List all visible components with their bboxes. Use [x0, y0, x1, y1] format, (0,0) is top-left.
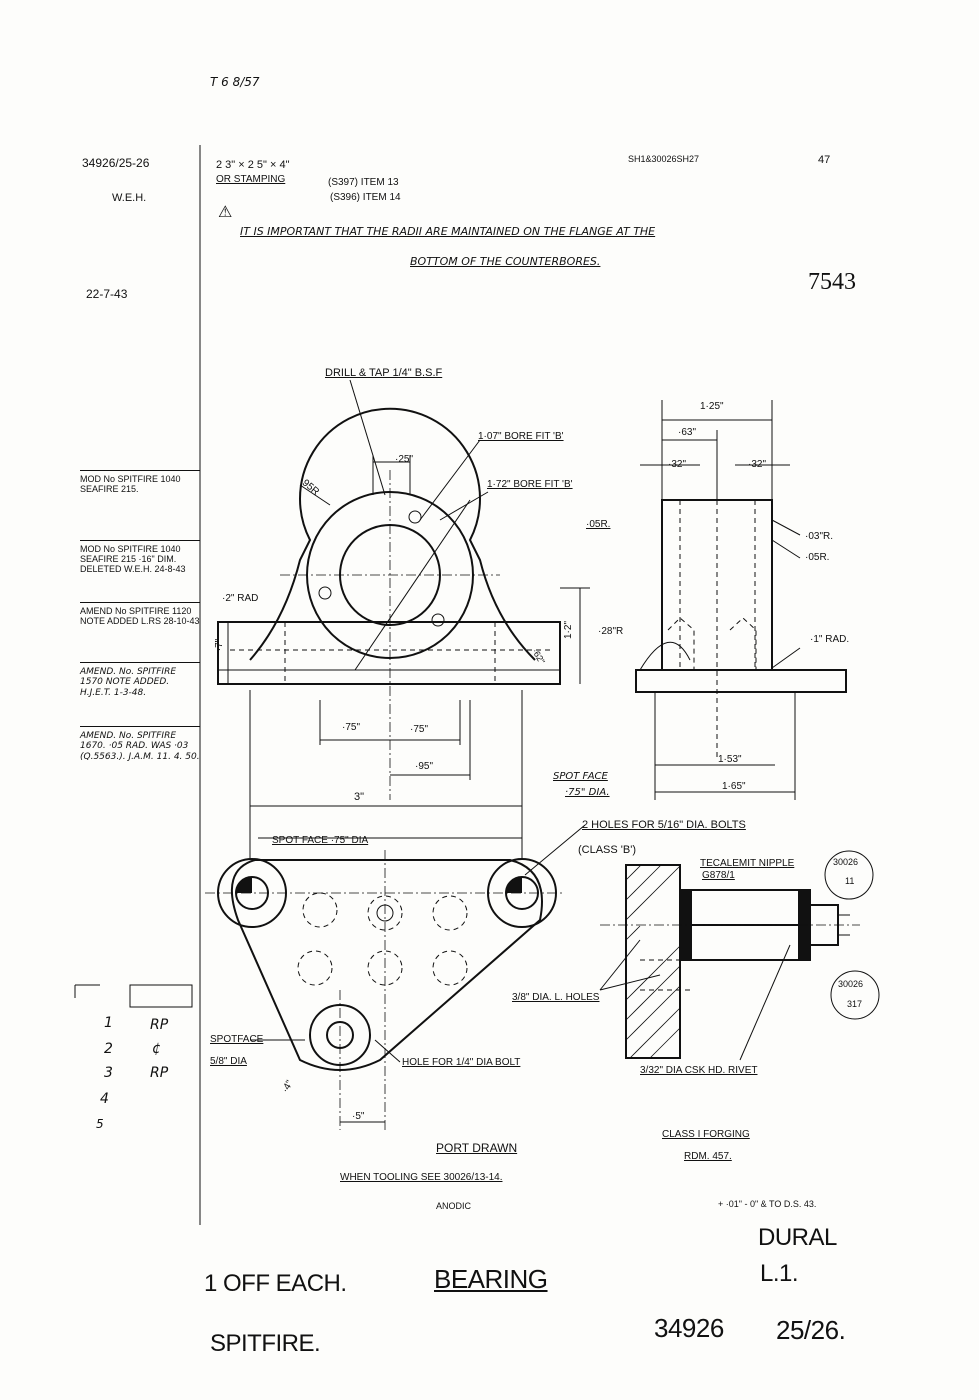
ref-note: T 6 8/57: [210, 75, 260, 89]
margin-mark-3-num: 3: [104, 1065, 113, 1081]
section-view: [599, 850, 880, 1061]
margin-mark-1-init: RP: [150, 1017, 169, 1033]
dim-125: 1·25": [700, 401, 724, 412]
dim-r005: ·05R.: [586, 519, 611, 530]
holes-note: 2 HOLES FOR 5/16" DIA. BOLTS: [582, 819, 746, 831]
dim-025: ·25": [395, 454, 414, 465]
dim-12: 1·2": [563, 620, 575, 640]
material: DURAL: [758, 1224, 837, 1251]
class-b-note: (CLASS 'B'): [578, 844, 636, 856]
part-name: BEARING: [434, 1264, 548, 1294]
dim-153: 1·53": [718, 754, 742, 765]
spot-face-dia: ·75" DIA.: [565, 787, 610, 798]
item-14: (S396) ITEM 14: [330, 192, 401, 203]
dim-095: ·95": [415, 761, 434, 772]
bore-2-label: 1·72" BORE FIT 'B': [487, 479, 573, 490]
dim-r005-side: ·05R.: [805, 552, 830, 563]
drill-tap-label: DRILL & TAP 1/4" B.S.F: [325, 367, 443, 379]
check-box-1: [74, 984, 100, 998]
size-note: 2 3" × 2 5" × 4": [216, 159, 290, 171]
margin-mark-2-num: 2: [104, 1041, 113, 1057]
spotface-58-dia: 5/8" DIA: [210, 1056, 247, 1067]
dim-075-right: ·75": [410, 724, 429, 735]
bore-1-label: 1·07" BORE FIT 'B': [478, 431, 564, 442]
stamp-number: 7543: [808, 269, 856, 295]
margin-mark-1-num: 1: [104, 1015, 113, 1031]
margin-mark-2-init: ¢: [152, 1041, 161, 1057]
amendment-2: MOD No SPITFIRE 1040 SEAFIRE 215 ·16" DI…: [80, 540, 200, 574]
margin-mark-5-num: 5: [96, 1117, 104, 1131]
holes-38-label: 3/8" DIA. L. HOLES: [512, 992, 600, 1003]
margin-mark-4-num: 4: [100, 1091, 109, 1107]
important-note-line1: IT IS IMPORTANT THAT THE RADII ARE MAINT…: [240, 225, 656, 238]
tooling-note: WHEN TOOLING SEE 30026/13-14.: [340, 1172, 503, 1183]
spot-face-2-label: SPOT FACE ·75" DIA: [272, 835, 369, 846]
dim-rad-02: ·2" RAD: [222, 593, 259, 604]
check-box-2: [129, 984, 193, 1008]
amendment-3: AMEND No SPITFIRE 1120 NOTE ADDED L.RS 2…: [80, 602, 200, 626]
dim-165: 1·65": [722, 781, 746, 792]
drawing-ref: 34926/25-26: [82, 156, 150, 170]
ref-30026-a: 30026: [833, 857, 859, 867]
dim-032-right: ·32": [748, 459, 767, 470]
tolerance-note: + ·01" - 0" & TO D.S. 43.: [718, 1199, 817, 1209]
amendment-5: AMEND. No. SPITFIRE 1670. ·05 RAD. WAS ·…: [80, 726, 200, 762]
amendment-1-text: MOD No SPITFIRE 1040 SEAFIRE 215.: [80, 474, 181, 494]
amendment-4: AMEND. No. SPITFIRE 1570 NOTE ADDED. H.J…: [80, 662, 200, 698]
plan-view: [205, 824, 586, 1130]
nipple-number: G878/1: [702, 870, 735, 881]
front-elevation: [217, 379, 590, 860]
spotface-58-label: SPOTFACE: [210, 1034, 264, 1045]
ref-30026-317: 317: [847, 999, 863, 1009]
amendment-2-text: MOD No SPITFIRE 1040 SEAFIRE 215 ·16" DI…: [80, 544, 186, 574]
forging-class: CLASS I FORGING: [662, 1129, 750, 1140]
sheet-part: 25/26.: [776, 1315, 846, 1345]
port-drawn-note: PORT DRAWN: [436, 1141, 518, 1155]
date: 22-7-43: [86, 287, 128, 301]
sheet-code: SH1&30026SH27: [628, 154, 700, 164]
spot-face-label: SPOT FACE: [553, 771, 608, 782]
ref-30026-b: 30026: [838, 979, 864, 989]
side-elevation: [635, 400, 847, 800]
hole-14-label: HOLE FOR 1/4" DIA BOLT: [402, 1057, 521, 1068]
rivet-label: 3/32" DIA CSK HD. RIVET: [640, 1065, 758, 1076]
margin-mark-3-init: RP: [150, 1065, 169, 1081]
amendment-5-text: AMEND. No. SPITFIRE 1670. ·05 RAD. WAS ·…: [80, 731, 200, 762]
item-13: (S397) ITEM 13: [328, 177, 399, 188]
dim-r028: ·28"R: [598, 626, 624, 637]
amendment-1: MOD No SPITFIRE 1040 SEAFIRE 215.: [80, 470, 200, 494]
ref-30026-11: 11: [845, 876, 855, 886]
sheet-number: 47: [818, 154, 831, 166]
dim-063: ·63": [678, 427, 697, 438]
part-number: 34926: [654, 1313, 724, 1343]
amendment-triangle-icon: ⚠: [218, 204, 233, 221]
amendment-3-text: AMEND No SPITFIRE 1120 NOTE ADDED L.RS 2…: [80, 606, 200, 626]
dim-032-left: ·32": [668, 459, 687, 470]
dim-075-left: ·75": [342, 722, 361, 733]
dim-rad-01: ·1" RAD.: [810, 634, 850, 645]
amendment-4-text: AMEND. No. SPITFIRE 1570 NOTE ADDED. H.J…: [80, 667, 177, 698]
initials: W.E.H.: [112, 192, 147, 204]
dim-3: 3": [354, 791, 365, 803]
quantity: 1 OFF EACH.: [204, 1270, 347, 1297]
stamping-note: OR STAMPING: [216, 174, 286, 185]
material-spec: L.1.: [760, 1260, 799, 1287]
dim-05: ·5": [352, 1111, 365, 1122]
aircraft: SPITFIRE.: [210, 1330, 321, 1357]
important-note-line2: BOTTOM OF THE COUNTERBORES.: [410, 255, 601, 268]
dim-07: ·7": [214, 638, 226, 652]
dim-r003: ·03"R.: [805, 531, 834, 542]
anodic-note: ANODIC: [436, 1201, 472, 1211]
tecalemit-label: TECALEMIT NIPPLE: [700, 858, 795, 869]
rdm-ref: RDM. 457.: [684, 1151, 732, 1162]
